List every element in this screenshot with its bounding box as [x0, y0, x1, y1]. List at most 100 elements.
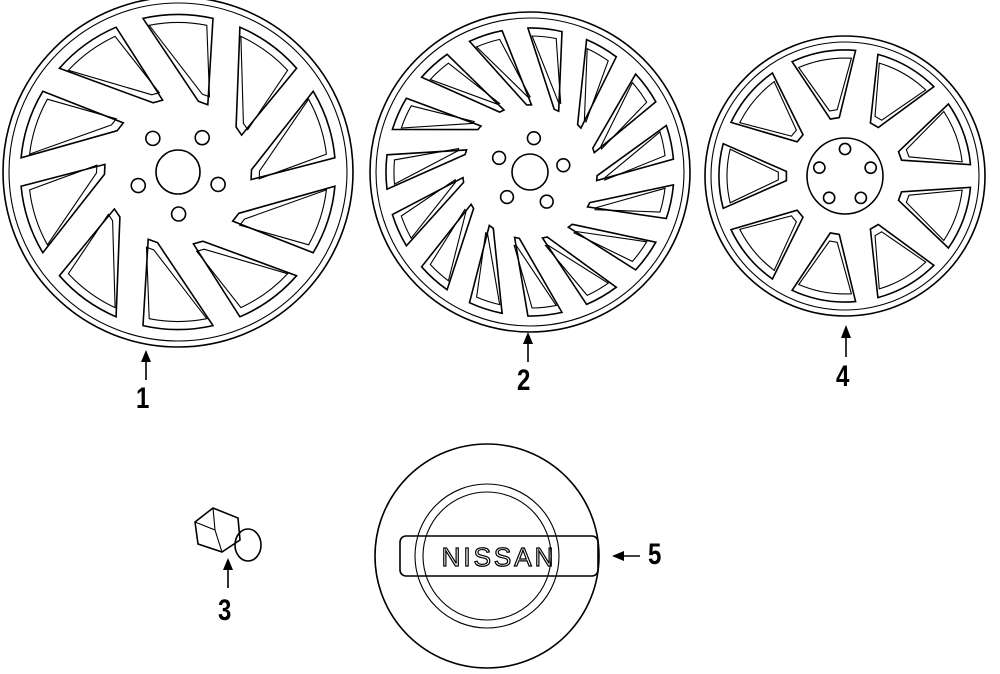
spoke-window-inner [594, 187, 666, 213]
lug-hole [491, 150, 507, 166]
spoke-window [420, 202, 475, 291]
spoke-window [790, 49, 857, 120]
spoke-window-inner [148, 21, 211, 98]
wheel-rim [369, 11, 691, 333]
spoke-window [541, 236, 618, 306]
spoke-window-inner [544, 244, 610, 297]
spoke-window-inner [29, 164, 98, 246]
wheel-1-icon [2, 0, 354, 348]
lug-hole [539, 194, 554, 209]
spoke-window [591, 72, 657, 154]
lug-hole [130, 177, 147, 194]
lug-hole [838, 142, 852, 156]
spoke-window [869, 223, 936, 299]
spoke-window [729, 71, 804, 143]
spoke-window [385, 149, 468, 191]
wheel-rim-inner [375, 17, 685, 327]
spoke-window-inner [28, 98, 118, 155]
spoke-window-inner [67, 213, 116, 309]
spoke-window-inner [393, 147, 460, 185]
lug-hole [812, 161, 826, 175]
spoke-window [869, 53, 936, 129]
spoke-window-inner [905, 110, 963, 163]
lug-hole [854, 191, 868, 205]
spoke-window [595, 124, 675, 182]
wheel-hub [155, 149, 201, 195]
spoke-window-inner [573, 230, 648, 263]
spoke-window [468, 29, 533, 106]
spoke-window [468, 224, 504, 315]
cap-logo-text: NISSAN [442, 542, 557, 572]
spoke-window-inner [429, 62, 501, 105]
callout-4: 4 [836, 360, 850, 393]
spoke-window [526, 27, 563, 113]
wheel-hub [511, 153, 549, 191]
spoke-window-inner [604, 131, 666, 181]
spoke-window-inner [600, 81, 648, 150]
spoke-window [513, 236, 564, 317]
spoke-window [897, 186, 972, 250]
spoke-window [235, 26, 298, 137]
wheel-4-icon [704, 35, 986, 317]
lug-hole [526, 131, 542, 146]
spoke-window-inner [531, 35, 562, 105]
spoke-window [790, 232, 857, 303]
spoke-window-inner [400, 178, 457, 240]
spoke-window [231, 185, 336, 254]
spoke-window [250, 89, 336, 181]
wheel-rim-inner [710, 41, 980, 311]
spoke-window-inner [513, 244, 558, 309]
center-cap-icon: NISSAN [374, 443, 600, 669]
spoke-window-inner [738, 80, 798, 137]
spoke-window [420, 53, 506, 113]
lug-hole [210, 176, 226, 193]
spoke-window [576, 38, 618, 130]
callout-5: 5 [648, 538, 662, 571]
lug-hole [822, 191, 836, 205]
spoke-window-inner [475, 38, 532, 98]
callout-arrows [141, 325, 851, 588]
spoke-window-inner [874, 62, 927, 121]
spoke-window-inner [258, 98, 327, 180]
spoke-window-inner [583, 47, 609, 123]
lug-hole [145, 130, 161, 147]
spoke-window-inner [400, 105, 476, 129]
spoke-window [141, 13, 214, 106]
wheel-rim [2, 0, 354, 348]
spoke-window-inner [238, 189, 328, 246]
spoke-window-inner [195, 248, 289, 309]
lug-nut-icon [194, 507, 262, 562]
spoke-window [586, 183, 675, 220]
lug-hole [499, 189, 515, 205]
spoke-window-inner [475, 231, 501, 306]
spoke-window [718, 142, 788, 210]
lug-hole [194, 129, 211, 146]
wheel-rim [704, 35, 986, 317]
spoke-window [391, 97, 483, 131]
spoke-window [729, 209, 804, 281]
spoke-window-inner [797, 57, 853, 112]
lug-hole [864, 161, 878, 175]
lug-hole [170, 206, 187, 222]
lug-hole [556, 158, 571, 173]
spoke-window-inner [240, 35, 289, 131]
spoke-window-inner [67, 35, 161, 96]
spoke-window-inner [429, 208, 467, 282]
spoke-window [897, 102, 972, 166]
spoke-window-inner [905, 189, 963, 242]
callout-3: 3 [218, 594, 232, 627]
spoke-window-inner [874, 231, 927, 290]
spoke-window-inner [797, 240, 853, 295]
spoke-window [20, 163, 106, 255]
spoke-window-inner [145, 246, 208, 323]
spoke-window [58, 26, 164, 104]
spoke-window-inner [738, 215, 798, 272]
callout-2: 2 [517, 364, 531, 397]
spoke-window [566, 223, 658, 271]
spoke-window [58, 207, 121, 318]
wheel-2-icon [369, 11, 691, 333]
spoke-window [391, 176, 465, 248]
wheel-rim-inner [8, 2, 348, 342]
callout-1: 1 [136, 382, 150, 415]
